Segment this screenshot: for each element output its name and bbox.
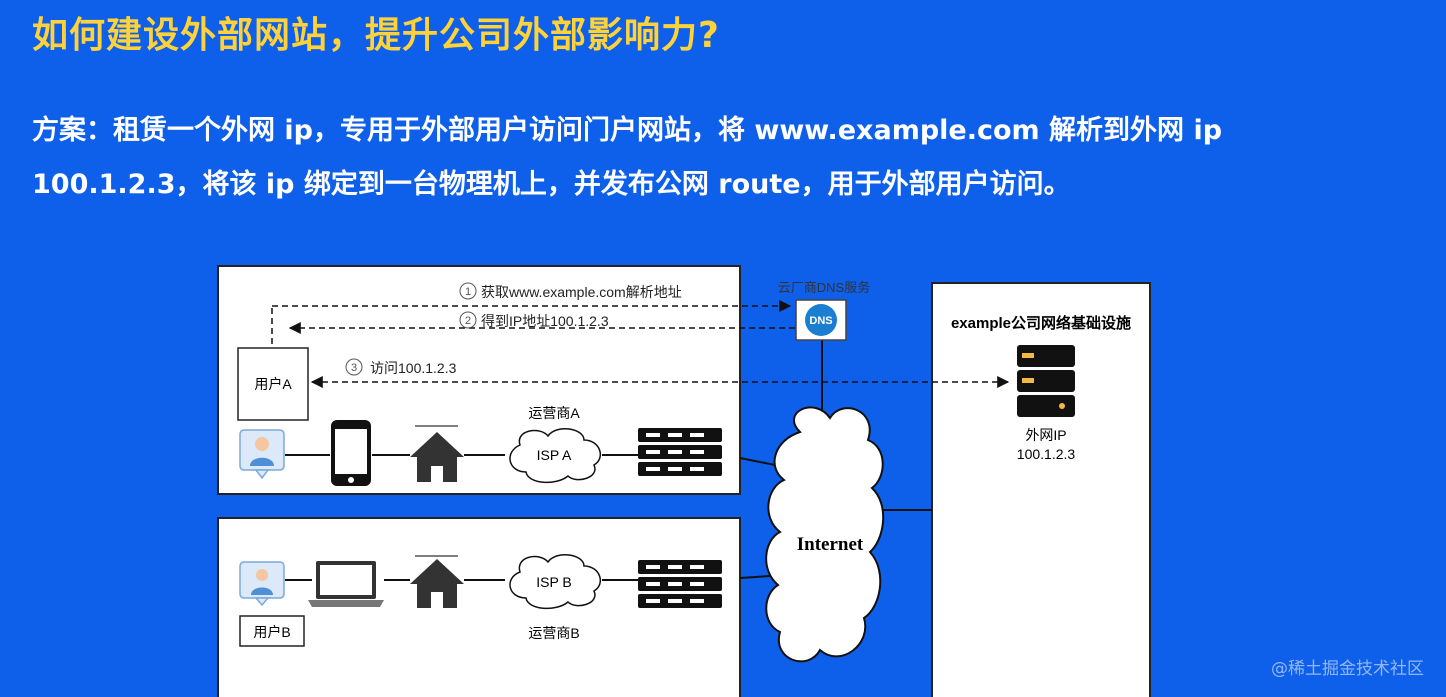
watermark: @稀土掘金技术社区 — [1271, 659, 1424, 679]
dns-icon: DNS — [795, 299, 847, 341]
svg-text:DNS: DNS — [809, 315, 832, 327]
user-b-label: 用户B — [253, 624, 290, 640]
isp-a-label: ISP A — [537, 447, 572, 463]
user-a-box — [237, 347, 309, 421]
isp-b-cloud: ISP B — [509, 554, 602, 610]
user-a-label: 用户A — [254, 376, 292, 392]
description-line-2: 100.1.2.3，将该 ip 绑定到一台物理机上，并发布公网 route，用于… — [32, 169, 1071, 200]
internet-label: Internet — [797, 534, 864, 555]
phone-icon — [331, 420, 371, 486]
internet-cloud: Internet — [765, 406, 885, 663]
laptop-icon — [308, 561, 384, 607]
home-router-a-icon — [410, 425, 464, 482]
step3-number: 3 — [351, 362, 357, 374]
user-a-person-icon — [239, 429, 285, 480]
home-router-b-icon — [410, 555, 464, 608]
step2-label: 得到IP地址100.1.2.3 — [481, 313, 609, 329]
external-ip-label: 外网IP — [1025, 427, 1066, 443]
infra-title: example公司网络基础设施 — [951, 314, 1131, 332]
page-title: 如何建设外部网站，提升公司外部影响力? — [32, 15, 720, 56]
isp-b-label: ISP B — [536, 574, 572, 590]
carrier-b-label: 运营商B — [528, 625, 579, 641]
carrier-a-label: 运营商A — [528, 405, 580, 421]
user-b-person-icon — [239, 561, 285, 607]
isp-a-server-icon — [638, 428, 722, 476]
step1-number: 1 — [465, 286, 471, 298]
dns-service-label: 云厂商DNS服务 — [778, 280, 870, 295]
user-b-box — [239, 615, 305, 647]
web-server-icon — [1017, 345, 1075, 417]
step3-label: 访问100.1.2.3 — [370, 360, 457, 376]
external-ip-value: 100.1.2.3 — [1017, 446, 1076, 462]
description-line-1: 方案：租赁一个外网 ip，专用于外部用户访问门户网站，将 www.example… — [32, 115, 1223, 146]
isp-a-cloud: ISP A — [509, 428, 602, 484]
isp-b-server-icon — [638, 560, 722, 608]
step1-label: 获取www.example.com解析地址 — [481, 284, 682, 300]
step2-number: 2 — [465, 315, 471, 327]
